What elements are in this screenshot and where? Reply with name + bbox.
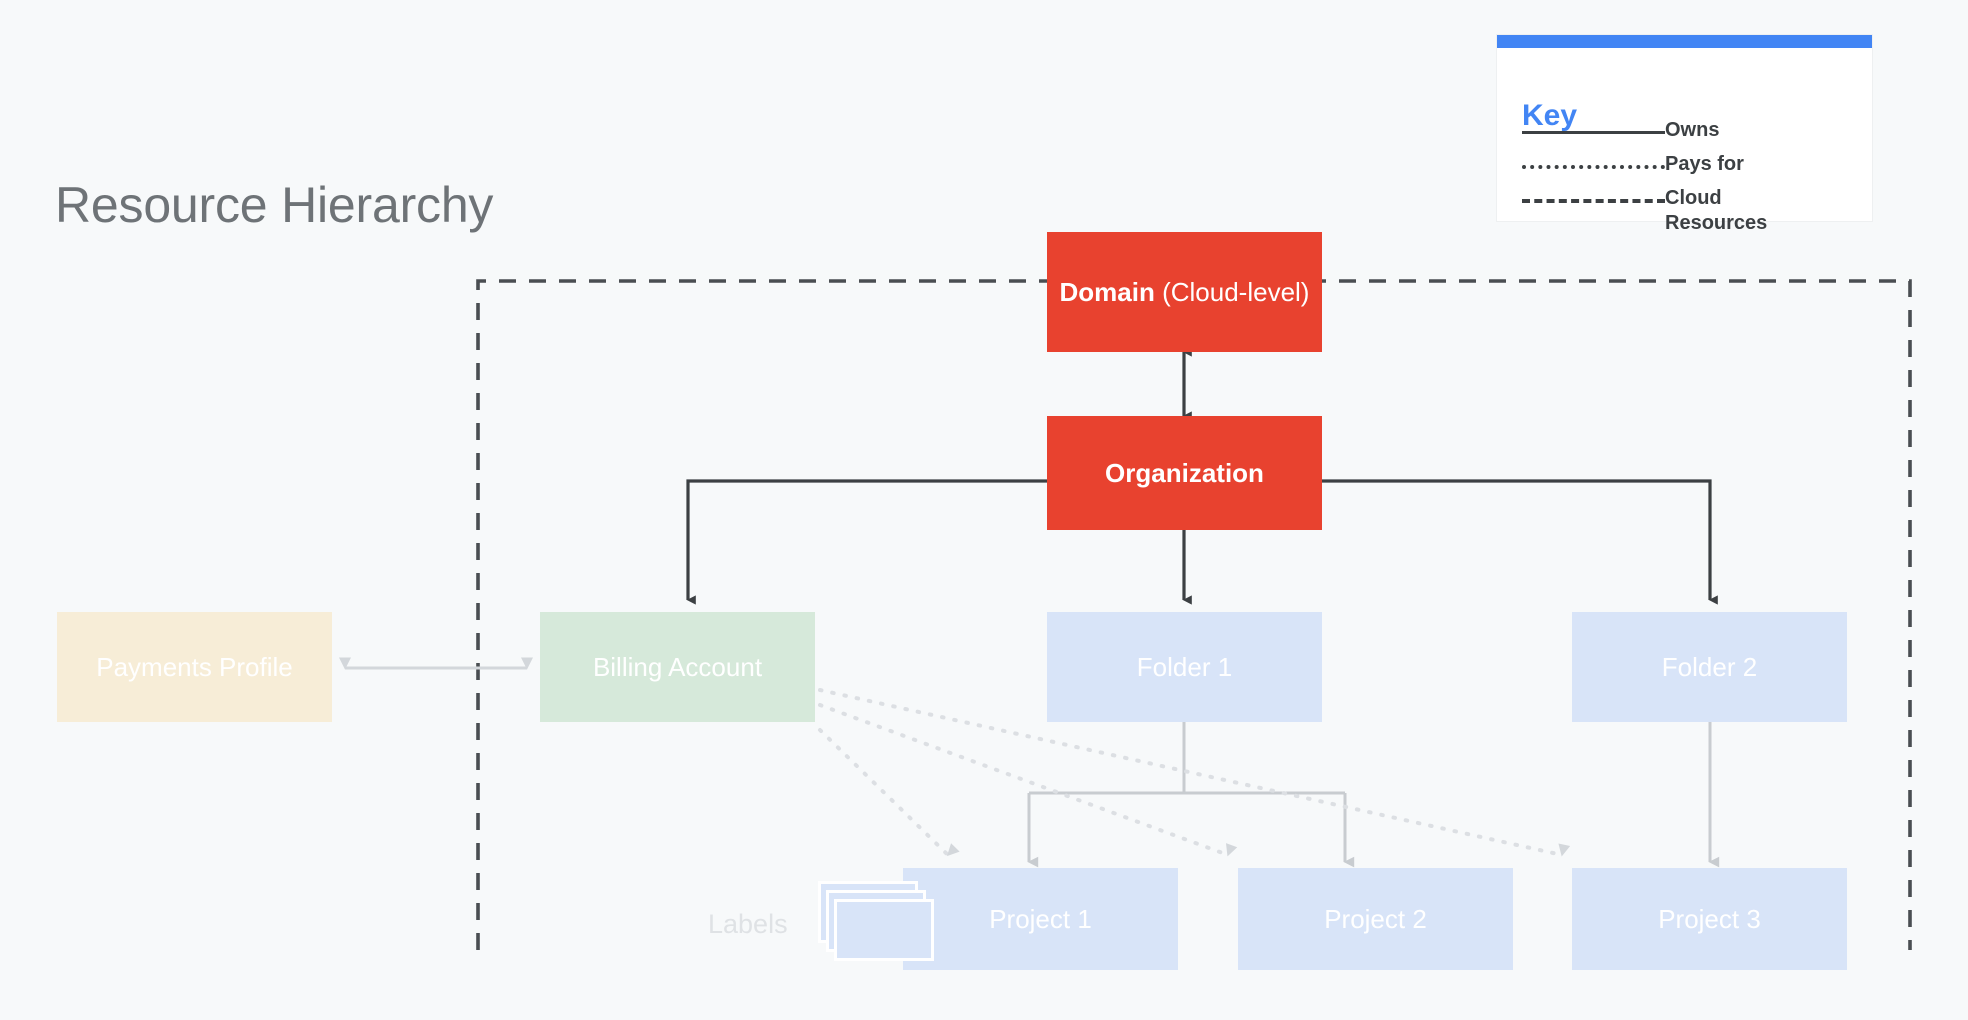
legend-accent-bar (1497, 35, 1872, 48)
node-folder-2[interactable]: Folder 2 (1572, 612, 1847, 722)
pays-for-billing-project2 (818, 703, 1238, 857)
dotted-line-icon (1522, 149, 1665, 183)
legend-rows: Owns Pays for Cloud Resources (1522, 115, 1852, 234)
node-project-2[interactable]: Project 2 (1238, 868, 1513, 970)
pays-for-billing-project1 (818, 728, 960, 857)
node-domain-label: Domain (Cloud-level) (1060, 276, 1310, 309)
node-project-1-label: Project 1 (989, 903, 1092, 934)
connector-org-billing (686, 479, 1047, 605)
node-project-3[interactable]: Project 3 (1572, 868, 1847, 970)
labels-caption: Labels (708, 909, 788, 939)
node-domain-label-strong: Domain (1059, 276, 1155, 307)
legend-label-pays-for: Pays for (1665, 153, 1744, 175)
node-project-1[interactable]: Project 1 (903, 868, 1178, 970)
node-payments-profile-label: Payments Profile (96, 651, 293, 682)
legend-row-pays-for: Pays for (1522, 149, 1852, 183)
node-domain-label-light: (Cloud-level) (1154, 276, 1310, 307)
connector-folder1-bus (1027, 722, 1347, 860)
legend-label-cloud-resources: Cloud Resources (1665, 187, 1768, 234)
node-organization[interactable]: Organization (1047, 416, 1322, 530)
node-billing-account[interactable]: Billing Account (540, 612, 815, 722)
connector-org-folder2 (1322, 479, 1718, 605)
node-folder-1[interactable]: Folder 1 (1047, 612, 1322, 722)
legend-row-owns: Owns (1522, 115, 1852, 149)
node-folder-2-label: Folder 2 (1661, 651, 1758, 682)
node-payments-profile[interactable]: Payments Profile (57, 612, 332, 722)
labels-stack-icon[interactable] (818, 881, 934, 961)
legend-row-cloud-resources: Cloud Resources (1522, 183, 1852, 234)
legend-panel: Key Owns Pays for Cloud Resources (1497, 35, 1872, 234)
node-folder-1-label: Folder 1 (1136, 651, 1233, 682)
node-organization-label: Organization (1105, 457, 1264, 488)
legend-title: Key (1522, 99, 1578, 132)
node-billing-account-label: Billing Account (592, 651, 763, 682)
label-card-icon (834, 899, 934, 961)
dashed-line-icon (1522, 183, 1665, 217)
node-project-3-label: Project 3 (1658, 903, 1761, 934)
legend-label-owns: Owns (1665, 119, 1720, 141)
node-domain[interactable]: Domain (Cloud-level) (1047, 232, 1322, 352)
solid-line-icon (1522, 115, 1665, 149)
node-project-2-label: Project 2 (1324, 903, 1427, 934)
page-title: Resource Hierarchy (55, 177, 494, 233)
